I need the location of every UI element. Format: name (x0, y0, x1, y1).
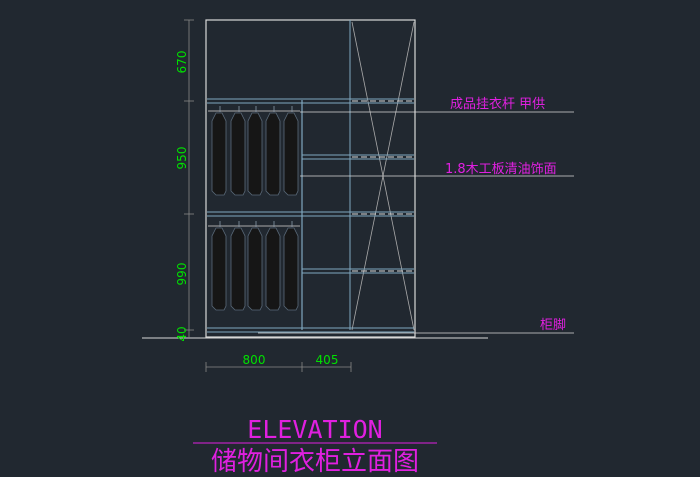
title-wardrobe-elevation: 储物间衣柜立面图 (211, 447, 419, 477)
hidden-shelf-lines (352, 100, 414, 272)
callout-cabinet-base: 柜脚 (540, 317, 566, 333)
callout-board-finish: 1.8木工板清油饰面 (445, 162, 557, 177)
dim-800: 800 (243, 353, 266, 367)
callout-hanging-rod: 成品挂衣杆 甲供 (450, 96, 545, 112)
hangers-lower (219, 221, 293, 227)
hangers-upper (219, 106, 293, 112)
dim-950: 950 (175, 147, 189, 170)
garments-lower (211, 227, 299, 311)
horizontal-dimension-line (205, 362, 352, 372)
dim-40: 40 (175, 326, 189, 341)
dim-405: 405 (316, 353, 339, 367)
dim-990: 990 (175, 263, 189, 286)
dim-670: 670 (175, 51, 189, 74)
garments-upper (211, 112, 299, 196)
callout-leaders (258, 111, 574, 334)
door-panel (349, 20, 415, 331)
vertical-dimension-line (184, 19, 194, 338)
cabinet-outline (205, 19, 416, 338)
shelves (207, 98, 414, 333)
title-elevation: ELEVATION (247, 415, 382, 444)
